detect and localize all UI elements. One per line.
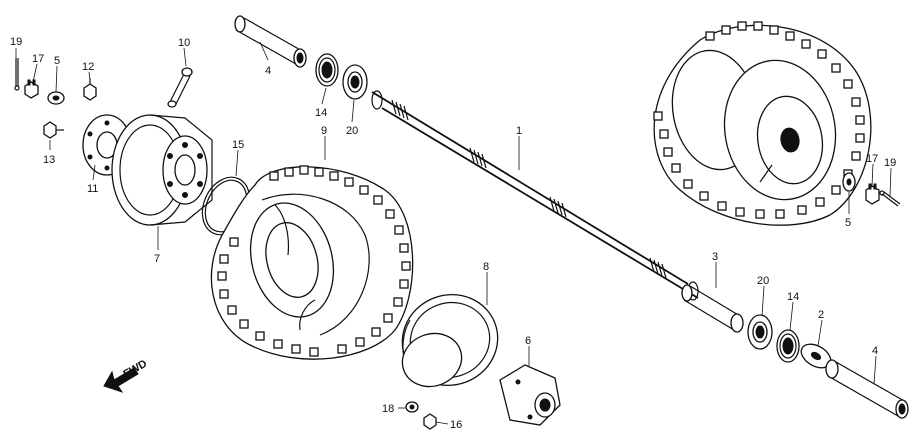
washer-left [47,91,65,105]
callout-12: 12 [82,61,94,73]
callout-4-bottom: 4 [872,345,878,357]
callout-20-bottom: 20 [757,275,769,287]
axle-shaft [371,90,699,301]
bearing-top [315,53,339,87]
callout-6: 6 [525,335,531,347]
callout-5-left: 5 [54,55,60,67]
wheel-rim-outer [401,293,499,388]
callout-labels: 19 17 5 12 10 4 14 20 9 1 13 11 15 7 8 3… [10,36,896,431]
callout-18: 18 [382,403,394,415]
leader-lines [15,41,892,425]
bolt-12 [83,78,97,101]
cotter-pin-left [14,58,20,91]
washer-18 [405,401,419,413]
callout-2: 2 [818,309,824,321]
callout-15: 15 [232,139,244,151]
tire-left-knobs [217,165,411,357]
callout-4-top: 4 [265,65,271,77]
wheel-rim-inner [111,114,213,226]
castle-nut-right [865,183,880,205]
callout-13: 13 [43,154,55,166]
fwd-label: FWD [122,358,150,381]
bolt-13 [43,121,64,139]
castle-nut-left [24,79,39,99]
callout-14-bottom: 14 [787,291,799,303]
valve-stem [167,67,193,108]
callout-16: 16 [450,419,462,431]
callout-19-left: 19 [10,36,22,48]
fwd-direction-arrow [103,367,139,393]
tire-left [210,165,414,360]
nut-16 [423,413,437,430]
wheel-hub [499,364,561,426]
callout-7: 7 [154,253,160,265]
collar-sleeve-top [234,15,307,68]
callout-1: 1 [516,125,522,137]
callout-5-right: 5 [845,217,851,229]
callout-14-top: 14 [315,107,327,119]
callout-17-left: 17 [32,53,44,65]
tire-right-assembled [653,21,872,226]
callout-19-right: 19 [884,157,896,169]
cotter-pin-right [879,190,901,207]
callout-3: 3 [712,251,718,263]
callout-17-right: 17 [866,153,878,165]
bearing-bottom [776,329,800,363]
collar-sleeve-bottom [825,359,909,419]
callout-20-top: 20 [346,125,358,137]
callout-10: 10 [178,37,190,49]
oil-seal-bottom [747,314,773,350]
callout-8: 8 [483,261,489,273]
callout-11: 11 [87,183,98,195]
dust-cap [800,343,832,369]
spacer-sleeve [681,284,744,333]
callout-9: 9 [321,125,327,137]
washer-right [842,172,856,192]
oil-seal-top [342,64,368,100]
